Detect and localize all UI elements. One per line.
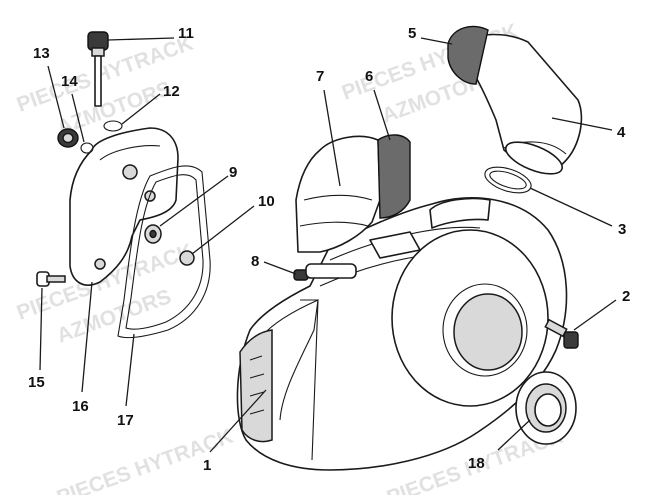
- nut-part-13: [57, 128, 79, 148]
- callout-16: 16: [72, 398, 89, 415]
- leader-5: [420, 37, 453, 45]
- callout-7: 7: [316, 68, 324, 85]
- left-cover-assembly: [36, 31, 211, 339]
- leader-17: [125, 333, 135, 407]
- leader-7: [323, 89, 341, 187]
- callout-14: 14: [61, 73, 78, 90]
- filter-part-6: [377, 134, 411, 219]
- leader-3: [529, 187, 613, 227]
- duct-bracket: [369, 231, 421, 259]
- foam-ring-part-5: [447, 25, 489, 85]
- leader-15: [39, 287, 43, 371]
- leader-lines: [39, 37, 617, 453]
- gasket-part-17-inner: [125, 174, 204, 330]
- leader-2: [573, 299, 617, 331]
- leader-12: [121, 93, 161, 125]
- callout-6: 6: [365, 68, 373, 85]
- cover-boss: [122, 164, 138, 180]
- leader-16: [81, 281, 93, 393]
- clamp-part-3: [484, 166, 532, 194]
- leader-11: [107, 37, 175, 41]
- grommet-part-10: [179, 250, 195, 266]
- bolt-part-2: [544, 318, 579, 349]
- leader-14: [71, 93, 85, 143]
- leader-6: [373, 89, 391, 141]
- callout-1: 1: [203, 457, 211, 474]
- inner-cover-part-16: [69, 127, 179, 286]
- callout-8: 8: [251, 253, 259, 270]
- leader-9: [159, 175, 229, 227]
- cover-boss: [94, 258, 106, 270]
- cover-rib: [239, 329, 273, 443]
- elbow-outlet: [505, 141, 563, 175]
- callout-5: 5: [408, 25, 416, 42]
- callout-10: 10: [258, 193, 275, 210]
- gasket-part-17: [117, 165, 211, 339]
- leader-4: [551, 117, 613, 131]
- callout-3: 3: [618, 221, 626, 238]
- top-tab: [429, 197, 491, 229]
- leader-8: [263, 261, 297, 275]
- main-cover-assembly: [236, 25, 583, 471]
- leader-13: [47, 65, 65, 129]
- callout-17: 17: [117, 412, 134, 429]
- fastener-part-8: [293, 263, 357, 281]
- bolt-part-15: [36, 271, 66, 287]
- leader-10: [191, 205, 255, 255]
- callout-18: 18: [468, 455, 485, 472]
- callout-2: 2: [622, 288, 630, 305]
- washer-part-14: [80, 142, 94, 154]
- seal-part-18: [515, 371, 577, 445]
- dipstick-part-11: [87, 31, 109, 107]
- callout-9: 9: [229, 164, 237, 181]
- leader-18: [497, 419, 531, 451]
- callout-4: 4: [617, 124, 626, 141]
- callout-15: 15: [28, 374, 45, 391]
- leader-1: [209, 389, 267, 453]
- callout-13: 13: [33, 45, 50, 62]
- callout-labels: 1 2 3 4 5 6 7 8 9 10 11 12 13 14 15 16 1…: [28, 25, 630, 474]
- callout-12: 12: [163, 83, 180, 100]
- callout-11: 11: [178, 25, 194, 42]
- o-ring-part-12: [103, 120, 123, 132]
